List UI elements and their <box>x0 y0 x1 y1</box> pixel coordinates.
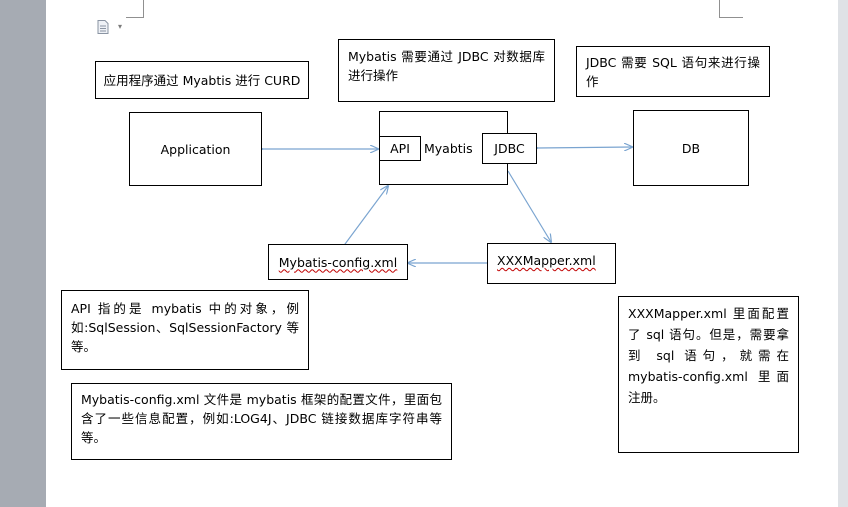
crop-mark-right-vertical <box>719 0 720 17</box>
node-mapper: XXXMapper.xml <box>487 243 616 284</box>
note-jdbc-sql: JDBC 需要 SQL 语句来进行操作 <box>576 46 770 97</box>
node-jdbc-label: JDBC <box>494 141 525 156</box>
dropdown-caret-icon[interactable]: ▾ <box>118 22 123 31</box>
node-mybatis-config-label: Mybatis-config.xml <box>278 254 398 270</box>
node-db-label: DB <box>681 140 701 156</box>
note-app-curd: 应用程序通过 Myabtis 进行 CURD <box>95 61 309 99</box>
document-icon[interactable] <box>97 20 109 34</box>
node-mybatis-label: Myabtis <box>424 141 473 156</box>
arrow-jdbc-db <box>537 147 632 148</box>
node-api-label: API <box>390 141 410 156</box>
node-mybatis-config: Mybatis-config.xml <box>268 244 408 280</box>
note-config-desc: Mybatis-config.xml 文件是 mybatis 框架的配置文件，里… <box>71 383 452 460</box>
arrow-mybatis-mapper <box>507 170 551 242</box>
node-db: DB <box>633 110 749 186</box>
page-edge <box>838 0 848 507</box>
note-mybatis-jdbc: Mybatis 需要通过 JDBC 对数据库进行操作 <box>338 39 555 102</box>
crop-mark-left-horizontal <box>126 17 144 18</box>
note-mapper-desc: XXXMapper.xml 里面配置了 sql 语句。但是，需要拿到 sql 语… <box>618 296 799 453</box>
node-jdbc: JDBC <box>482 133 537 164</box>
note-mapper-desc-text: XXXMapper.xml 里面配置了 sql 语句。但是，需要拿到 sql 语… <box>628 306 789 405</box>
note-api-desc: API 指的是 mybatis 中的对象，例如:SqlSession、SqlSe… <box>61 290 309 370</box>
node-mapper-label: XXXMapper.xml <box>497 253 596 268</box>
crop-mark-right-horizontal <box>719 17 743 18</box>
note-api-desc-text: API 指的是 mybatis 中的对象，例如:SqlSession、SqlSe… <box>71 301 299 354</box>
note-mybatis-jdbc-text: Mybatis 需要通过 JDBC 对数据库进行操作 <box>348 49 545 83</box>
crop-mark-left-vertical <box>143 0 144 17</box>
node-application-label: Application <box>160 141 231 157</box>
note-config-desc-text: Mybatis-config.xml 文件是 mybatis 框架的配置文件，里… <box>81 392 442 445</box>
note-app-curd-text: 应用程序通过 Myabtis 进行 CURD <box>103 72 301 88</box>
node-application: Application <box>129 112 262 186</box>
note-jdbc-sql-text: JDBC 需要 SQL 语句来进行操作 <box>586 55 760 89</box>
node-api: API <box>379 136 421 161</box>
